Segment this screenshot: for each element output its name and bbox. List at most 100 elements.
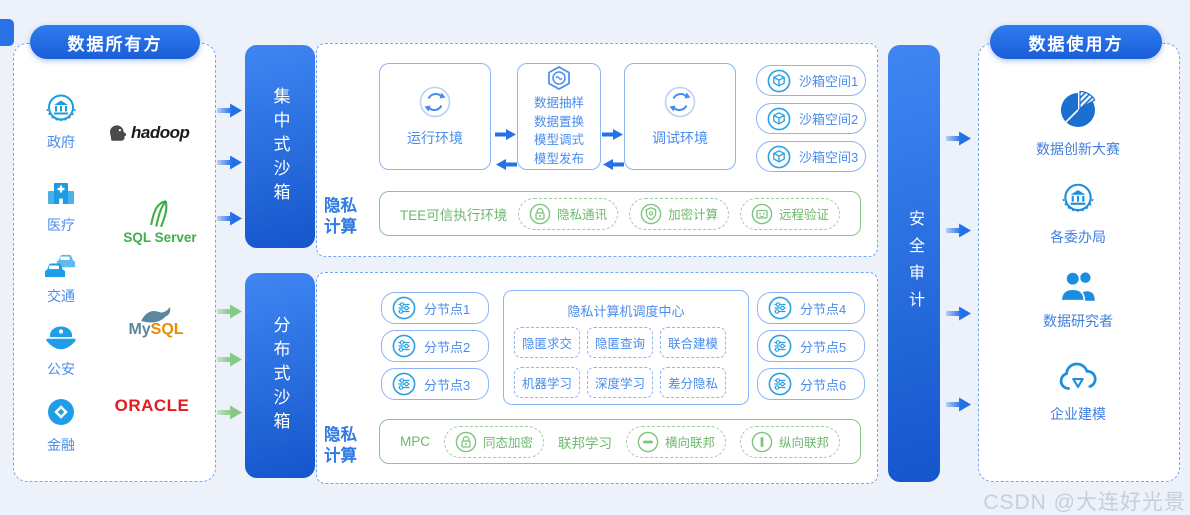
sandbox-space-label: 沙箱空间3 — [799, 150, 859, 165]
sector-label: 政府 — [47, 134, 75, 150]
encrypted-compute-chip: 加密计算 — [629, 197, 730, 230]
mysql-sql-text: SQL — [150, 321, 184, 338]
sector-label: 公安 — [47, 361, 75, 377]
arrow-right-icon — [217, 155, 242, 170]
mpc-label: MPC — [400, 434, 430, 449]
horizontal-bar-icon — [637, 431, 659, 452]
arrow-right-icon — [946, 131, 971, 146]
debug-environment-label: 调试环境 — [652, 130, 708, 146]
lock-icon — [529, 203, 551, 224]
arrow-right-icon — [217, 405, 242, 420]
arrow-left-icon — [603, 159, 624, 170]
arrow-right-icon — [217, 304, 242, 319]
user-item-label: 数据创新大赛 — [1036, 141, 1120, 157]
hadoop-logo-text: hadoop — [131, 123, 190, 142]
mysql-logo-text: MySQL — [128, 321, 183, 339]
user-item-label: 数据研究者 — [1043, 313, 1113, 329]
oracle-logo-text: ORACLE — [114, 396, 190, 415]
security-audit-bar: 安全审计 — [888, 45, 940, 482]
model-pipeline-box: 数据抽样 数据置换 模型调式 模型发布 — [517, 63, 601, 170]
sandbox-space-pill: 沙箱空间1 — [756, 65, 866, 96]
sandbox-space-pill: 沙箱空间3 — [756, 141, 866, 172]
sqlserver-logo-text: SQL Server — [123, 230, 197, 245]
arrow-right-icon — [946, 306, 971, 321]
arrow-right-icon — [946, 397, 971, 412]
pipeline-step: 数据置换 — [533, 114, 584, 129]
sandbox-space-label: 沙箱空间2 — [799, 112, 859, 127]
privacy-computing-label: 隐私计算 — [324, 197, 357, 237]
government-emblem-icon — [46, 94, 76, 122]
federated-chip-label: 横向联邦 — [664, 436, 715, 450]
scheduler-chip: 隐匿求交 — [514, 327, 581, 358]
data-owner-title: 数据所有方 — [30, 25, 200, 59]
oracle-logo: ORACLE — [114, 396, 190, 416]
cube-icon — [767, 145, 791, 168]
cube-icon — [767, 107, 791, 130]
privacy-comm-chip: 隐私通讯 — [518, 197, 619, 230]
remote-attestation-chip: 远程验证 — [739, 197, 840, 230]
run-environment-label: 运行环境 — [407, 130, 463, 146]
lock-icon — [455, 431, 477, 452]
sub-node-label: 分节点5 — [800, 339, 847, 355]
hadoop-logo: hadoop — [106, 122, 190, 144]
sub-node-label: 分节点1 — [424, 301, 471, 317]
arrow-right-icon — [602, 129, 623, 140]
hospital-icon — [48, 183, 74, 204]
sector-label: 医疗 — [47, 217, 75, 233]
homomorphic-encryption-chip: 同态加密 — [443, 425, 544, 458]
sandbox-space-label: 沙箱空间1 — [799, 74, 859, 89]
sub-node-pill: 分节点4 — [757, 292, 865, 324]
scheduler-chip: 差分隐私 — [660, 367, 727, 398]
sync-cycle-icon — [419, 86, 451, 118]
horizontal-federation-chip: 横向联邦 — [625, 425, 726, 458]
scheduler-title: 隐私计算机调度中心 — [567, 304, 685, 319]
mysql-logo: MySQL — [114, 304, 198, 339]
sliders-icon — [392, 372, 416, 396]
scheduler-chip: 联合建模 — [660, 327, 727, 358]
sliders-icon — [392, 296, 416, 320]
shield-icon — [640, 203, 662, 224]
hadoop-elephant-icon — [109, 125, 127, 141]
mpc-chip-label: 同态加密 — [482, 436, 533, 450]
sub-node-label: 分节点3 — [424, 377, 471, 393]
sector-traffic: 交通 — [31, 249, 91, 306]
sliders-icon — [768, 372, 792, 396]
tee-title: TEE可信执行环境 — [400, 207, 508, 223]
pipeline-step: 模型调式 — [533, 133, 584, 147]
mysql-my-text: My — [128, 321, 151, 338]
sub-node-pill: 分节点3 — [381, 368, 489, 400]
mpc-federated-box: MPC 同态加密 联邦学习 横向联邦 — [379, 419, 861, 464]
scheduler-chip: 深度学习 — [587, 367, 654, 398]
centralized-sandbox-label: 集中式沙箱 — [270, 86, 290, 207]
sector-government: 政府 — [31, 91, 91, 152]
arrow-right-icon — [495, 129, 516, 140]
centralized-sandbox-bar: 集中式沙箱 — [245, 45, 315, 248]
sliders-icon — [392, 334, 416, 358]
police-icon — [46, 326, 76, 350]
finance-icon — [48, 399, 74, 425]
cloud-modeling-icon — [1059, 362, 1097, 390]
id-card-icon — [751, 203, 773, 224]
sub-node-pill: 分节点5 — [757, 330, 865, 362]
scheduler-chip: 机器学习 — [514, 367, 581, 398]
distributed-sandbox-label: 分布式沙箱 — [270, 315, 290, 436]
user-item-enterprise: 企业建模 — [979, 360, 1177, 424]
sector-label: 金融 — [47, 437, 75, 453]
debug-environment-box: 调试环境 — [624, 63, 736, 170]
tee-chip-label: 隐私通讯 — [557, 208, 608, 222]
scheduler-center-box: 隐私计算机调度中心 隐匿求交 隐匿查询 联合建模 机器学习 深度学习 差分隐私 — [503, 290, 749, 405]
data-owner-panel — [13, 43, 216, 482]
scheduler-chip-grid: 隐匿求交 隐匿查询 联合建模 机器学习 深度学习 差分隐私 — [514, 327, 738, 398]
sub-node-pill: 分节点2 — [381, 330, 489, 362]
arrow-right-icon — [217, 211, 242, 226]
pipeline-step: 数据抽样 — [533, 96, 584, 110]
sqlserver-tree-icon — [150, 200, 168, 228]
pipeline-step: 模型发布 — [533, 151, 584, 166]
sub-node-pill: 分节点6 — [757, 368, 865, 400]
corner-decoration — [0, 19, 14, 46]
sector-police: 公安 — [31, 320, 91, 379]
mysql-dolphin-icon — [141, 307, 171, 323]
arrow-right-icon — [217, 352, 242, 367]
sandbox-space-pill: 沙箱空间2 — [756, 103, 866, 134]
sliders-icon — [768, 296, 792, 320]
